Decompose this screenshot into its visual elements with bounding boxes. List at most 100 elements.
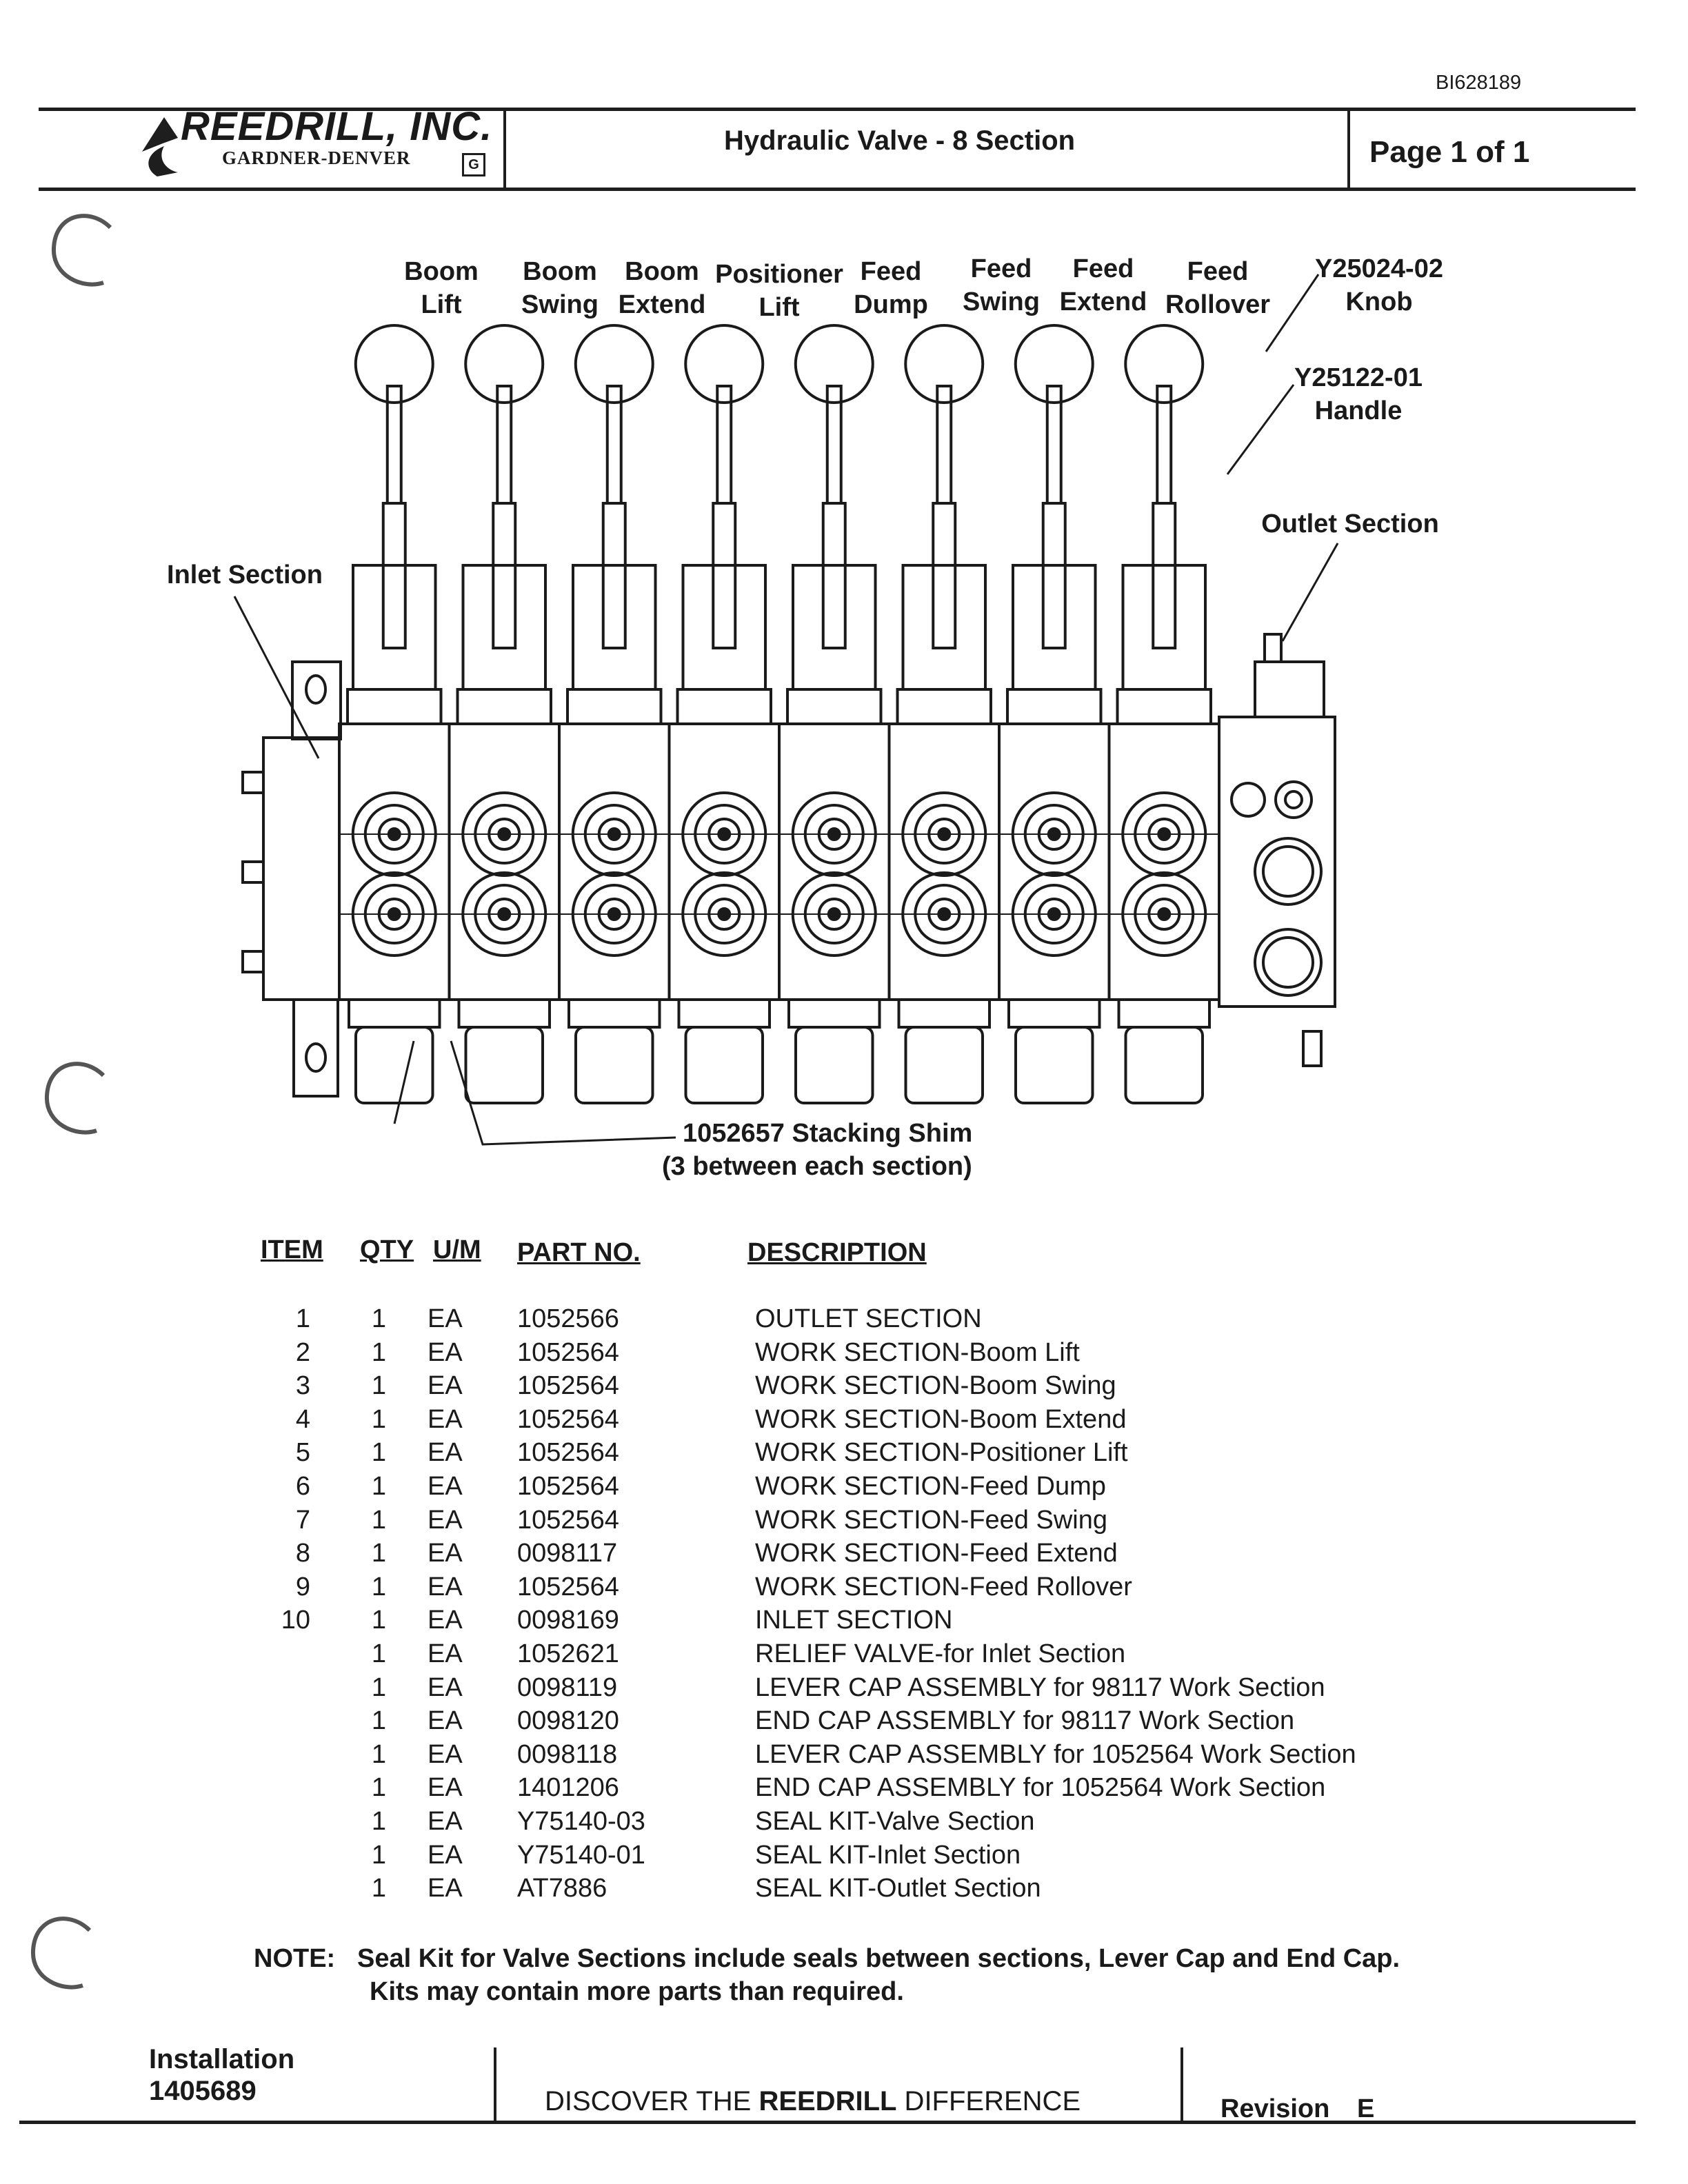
end-cap-flange [457, 998, 551, 1029]
knob [574, 324, 654, 404]
cell-um: EA [428, 1807, 463, 1836]
port-outer [901, 871, 987, 957]
inlet-section-label: Inlet Section [167, 560, 323, 589]
port-inner [597, 818, 631, 851]
handle-part-number: Y25122-01 [1294, 363, 1423, 392]
lever-cap [681, 564, 767, 691]
binder-hole-icon [30, 1917, 92, 1990]
port-middle [803, 804, 865, 865]
port-center [717, 907, 732, 921]
cell-part: 0098117 [517, 1539, 618, 1568]
end-cap [574, 1026, 654, 1104]
port-outer [571, 791, 657, 877]
footer-rule [19, 2121, 1636, 2124]
lever-cap-base [786, 688, 883, 725]
port-inner [707, 898, 741, 931]
cell-part: 1401206 [517, 1773, 619, 1803]
lever-label-8-line1: Feed [1187, 257, 1249, 286]
port-middle [474, 804, 535, 865]
port-outer [1121, 791, 1207, 877]
knob [1014, 324, 1094, 404]
port-center [387, 907, 401, 921]
company-logo-icon [142, 117, 178, 176]
lever-cap-base [896, 688, 992, 725]
work-section [778, 324, 883, 1104]
port-outer [901, 791, 987, 877]
slogan-brand: REEDRILL [758, 2086, 897, 2116]
work-section [887, 324, 992, 1104]
revision-label: Revision [1220, 2094, 1330, 2123]
port-center [497, 827, 512, 841]
port-inner [597, 898, 631, 931]
cell-qty: 1 [371, 1337, 386, 1367]
header-divider-2 [1347, 109, 1350, 189]
cell-desc: SEAL KIT-Outlet Section [755, 1874, 1041, 1903]
lever-labels: Boom Lift Boom Swing Boom Extend Positio… [404, 254, 1270, 322]
cell-qty: 1 [371, 1840, 386, 1870]
cell-um: EA [428, 1438, 463, 1468]
lever-label-3-line1: Boom [625, 257, 699, 286]
work-section [1107, 324, 1212, 1104]
cell-item: 2 [295, 1337, 310, 1367]
port-inner [488, 818, 521, 851]
handle-lower [932, 502, 957, 649]
port-outer [791, 871, 877, 957]
installation-block: Installation 1405689 [149, 2043, 294, 2107]
lever-cap-base [1116, 688, 1212, 725]
port-center [1157, 907, 1172, 921]
port-inner [488, 898, 521, 931]
cell-item: 4 [295, 1404, 310, 1434]
cell-part: 0098120 [517, 1706, 619, 1736]
port-inner [1147, 898, 1181, 931]
work-section [346, 324, 443, 1104]
cell-um: EA [428, 1337, 463, 1367]
cell-item: 3 [295, 1371, 310, 1401]
cell-part: 1052566 [517, 1304, 619, 1333]
end-cap [464, 1026, 544, 1104]
end-cap-flange [677, 998, 771, 1029]
port-outer [351, 791, 437, 877]
end-cap [684, 1026, 764, 1104]
lever-label-4-line1: Positioner [715, 260, 843, 289]
cell-part: 1052564 [517, 1472, 619, 1501]
work-section [558, 324, 663, 1104]
cell-part: Y75140-03 [517, 1807, 645, 1836]
cell-qty: 1 [371, 1773, 386, 1803]
knob-leader-line [1265, 274, 1320, 352]
port-inner [1147, 818, 1181, 851]
lever-cap-base [1006, 688, 1103, 725]
cell-desc: WORK SECTION-Feed Rollover [755, 1572, 1132, 1601]
lever-label-8-line2: Rollover [1165, 290, 1270, 319]
note-line-1: Seal Kit for Valve Sections include seal… [357, 1944, 1400, 1973]
cell-qty: 1 [371, 1706, 386, 1736]
footer-divider-2 [1180, 2048, 1183, 2121]
cell-qty: 1 [371, 1438, 386, 1468]
lever-label-6-line2: Swing [963, 287, 1040, 316]
port-center [937, 827, 952, 841]
port-middle [1023, 804, 1085, 865]
cell-qty: 1 [371, 1606, 386, 1635]
cell-desc: SEAL KIT-Inlet Section [755, 1840, 1021, 1870]
port-middle [803, 884, 865, 944]
cell-desc: LEVER CAP ASSEMBLY for 98117 Work Sectio… [755, 1672, 1325, 1702]
lever-label-6-line1: Feed [971, 254, 1032, 283]
cell-um: EA [428, 1739, 463, 1769]
company-name: REEDRILL, INC. [181, 104, 493, 149]
knob [464, 324, 545, 404]
port-middle [914, 884, 975, 944]
cell-part: 0098169 [517, 1606, 619, 1635]
lever-label-3-line2: Extend [619, 290, 706, 319]
cell-part: 1052564 [517, 1371, 619, 1401]
port-middle [474, 884, 535, 944]
port-center [827, 827, 841, 841]
stacking-shim-label: 1052657 Stacking Shim [683, 1119, 972, 1148]
cell-part: 1052564 [517, 1438, 619, 1468]
cell-desc: SEAL KIT-Valve Section [755, 1807, 1035, 1836]
port-middle [583, 804, 645, 865]
col-header-description: DESCRIPTION [747, 1238, 927, 1267]
